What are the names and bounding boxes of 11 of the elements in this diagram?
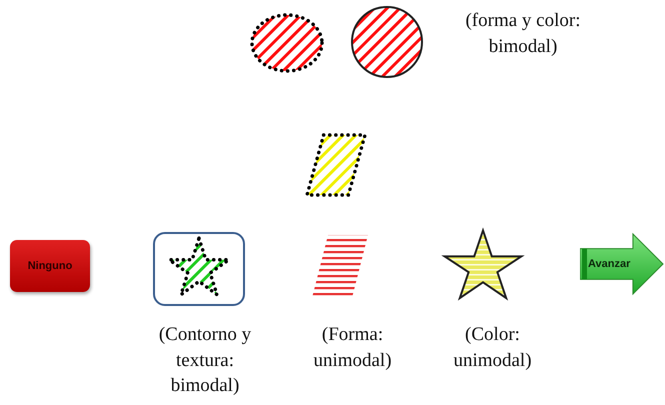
selected-star-option bbox=[153, 232, 245, 306]
circle-shape bbox=[250, 13, 324, 73]
shape-caption: (Color: unimodal) bbox=[452, 323, 533, 373]
parallelogram-shape bbox=[305, 133, 367, 197]
shape-caption: (Forma: unimodal) bbox=[312, 323, 393, 373]
next-arrow-button: Avanzar bbox=[580, 232, 664, 296]
none-button: Ninguno bbox=[10, 240, 90, 292]
circle-shape bbox=[350, 5, 424, 79]
shape-caption: (Contorno y textura: bimodal) bbox=[158, 323, 252, 398]
star-shape bbox=[443, 229, 523, 301]
shape-caption: (forma y color: bimodal) bbox=[464, 9, 582, 59]
